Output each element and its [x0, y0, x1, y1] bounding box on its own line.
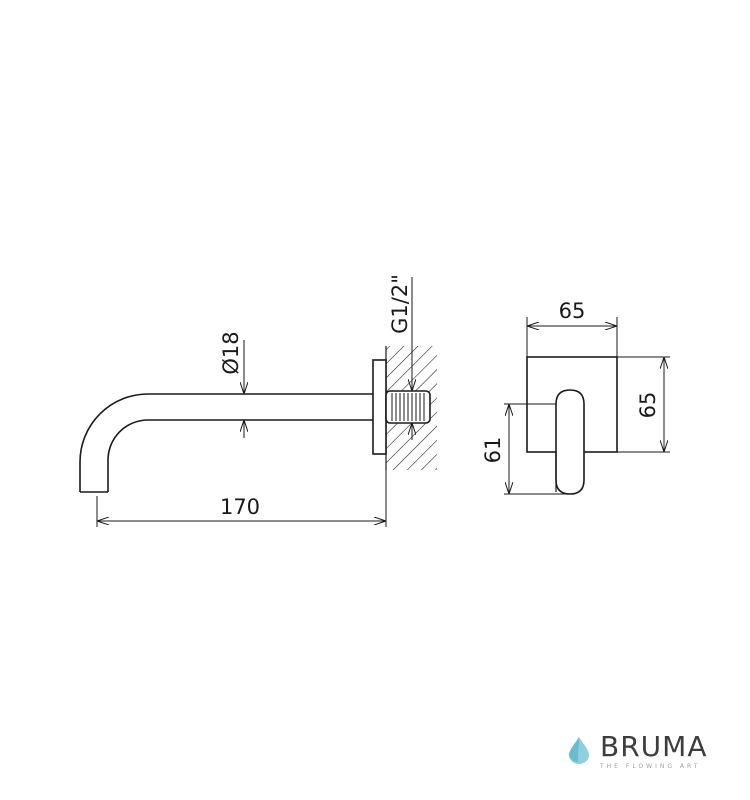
- label-pipe-diameter: Ø18: [219, 331, 243, 374]
- dimension-plate-height: [617, 356, 670, 453]
- wall-flange: [372, 359, 387, 455]
- label-plate-width: 65: [559, 299, 586, 323]
- brand-logo: BRUMA THE FLOWING ART: [566, 730, 726, 774]
- spout-pipe: [79, 393, 373, 492]
- label-handle-height: 61: [481, 437, 505, 464]
- dimension-plate-width: [526, 317, 618, 357]
- side-view: [79, 346, 437, 493]
- thread-lines: [391, 393, 425, 421]
- water-drop-icon: [569, 737, 589, 764]
- label-spout-length: 170: [220, 495, 260, 519]
- brand-tagline: THE FLOWING ART: [600, 763, 701, 770]
- spout-pipe-inner: [107, 419, 373, 492]
- dimension-handle-height: [504, 403, 570, 495]
- label-thread-size: G1/2": [388, 274, 412, 334]
- front-view: [510, 356, 618, 495]
- label-plate-height: 65: [636, 392, 660, 419]
- mixer-handle: [555, 389, 585, 495]
- dimension-spout-length: [96, 470, 387, 527]
- brand-name: BRUMA: [600, 730, 708, 763]
